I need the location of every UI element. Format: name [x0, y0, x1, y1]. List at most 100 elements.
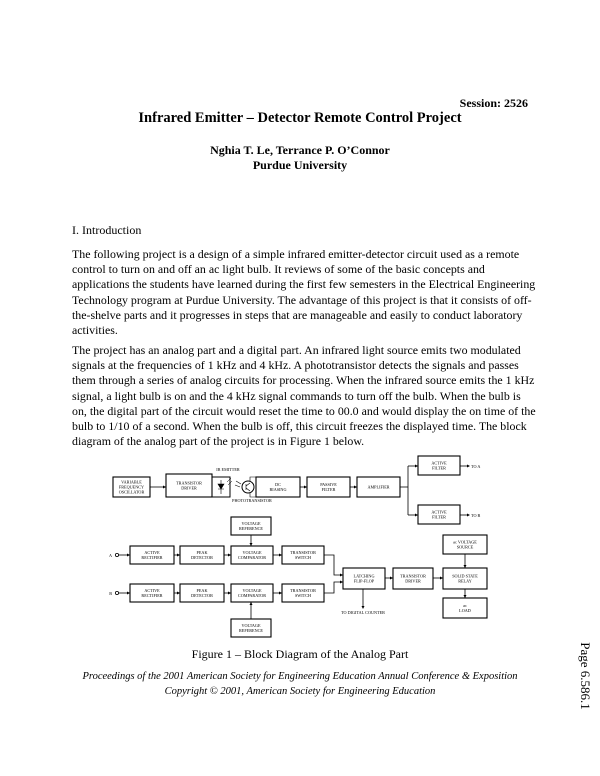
input-terminal-icon [115, 553, 120, 558]
block-label: OSCILLATOR [119, 490, 145, 495]
paragraph-line: signal, a light bulb is on and the 4 kHz… [72, 388, 521, 403]
block-label: COMPARATOR [238, 593, 266, 598]
figure-caption: Figure 1 – Block Diagram of the Analog P… [191, 647, 409, 661]
block-label: VARIABLE [121, 480, 142, 485]
paragraph-line: diagram of the analog part of the projec… [72, 434, 365, 449]
phototransistor-icon [241, 480, 255, 494]
arrow-down-icon [249, 543, 253, 546]
paper-title: Infrared Emitter – Detector Remote Contr… [138, 110, 462, 126]
block-label: REFERENCE [239, 628, 263, 633]
paragraph-line: bulb to 1/10 of a second. When the bulb … [72, 419, 527, 434]
block-box [342, 567, 386, 590]
block-label: PEAK [197, 588, 208, 593]
page-number: Page 6.586.1 [578, 642, 593, 710]
block-label: TRANSISTOR [400, 574, 426, 579]
paragraph-1: The following project is a design of a s… [72, 247, 535, 338]
block-label: ac [463, 603, 467, 608]
paragraph-line: control to turn on and off an ac light b… [72, 262, 485, 277]
input-terminal-icon [115, 591, 120, 596]
label-to-b: TO B [471, 513, 481, 518]
block-label: DETECTOR [191, 555, 213, 560]
connector-line [324, 581, 343, 594]
block-label: AMPLIFIER [367, 485, 389, 490]
block-label: VOLTAGE [242, 550, 261, 555]
paragraph-2: The project has an analog part and a dig… [72, 343, 536, 449]
paragraph-line: applications the students have learned d… [72, 277, 536, 292]
paragraph-line: The project has an analog part and a dig… [72, 343, 521, 357]
block-label: VOLTAGE [241, 521, 260, 526]
arrow-right-icon [440, 576, 443, 580]
arrow-right-icon [279, 553, 282, 557]
arrow-right-icon [228, 553, 231, 557]
footer-proceedings: Proceedings of the 2001 American Society… [82, 671, 518, 682]
block-label: REFERENCE [239, 526, 263, 531]
paragraph-line: the-shelve parts and it progresses in st… [72, 307, 523, 322]
block-label: DRIVER [181, 486, 197, 491]
block-label: FILTER [432, 466, 446, 471]
arrow-right-icon [177, 591, 180, 595]
block-label: LATCHING [354, 574, 375, 579]
led-box [211, 476, 231, 498]
led-icon [217, 480, 225, 494]
block-label: FILTER [322, 487, 336, 492]
block-label: COMPARATOR [238, 555, 266, 560]
block-label: SOLID STATE [452, 574, 478, 579]
arrow-down-icon [361, 606, 365, 609]
block-label: PASSIVE [320, 482, 337, 487]
arrow-right-icon [304, 485, 307, 489]
arrow-right-icon [415, 513, 418, 517]
block-label: VOLTAGE [242, 588, 261, 593]
block-label: SWITCH [295, 555, 311, 560]
paragraph-line: on, the digital part of the circuit woul… [72, 403, 536, 418]
block-label: RELAY [458, 579, 472, 584]
block-label: TRANSISTOR [176, 481, 202, 486]
block-label: SOURCE [457, 545, 474, 550]
section-heading: I. Introduction [72, 223, 142, 237]
block-label: RECTIFIER [141, 555, 162, 560]
block-label: VOLTAGE [241, 623, 260, 628]
label-phototransistor: PHOTOTRANSISTOR [232, 498, 272, 503]
block-label: RECTIFIER [141, 593, 162, 598]
block-label: BIASING [270, 487, 287, 492]
block-label: FLIP-FLOP [354, 579, 375, 584]
label-to-counter: TO DIGITAL COUNTER [341, 610, 385, 615]
block-label: PEAK [197, 550, 208, 555]
block-label: FREQUENCY [119, 485, 144, 490]
authors: Nghia T. Le, Terrance P. O’Connor [210, 143, 390, 157]
arrow-right-icon [177, 553, 180, 557]
block-box [392, 567, 434, 590]
arrow-right-icon [415, 464, 418, 468]
arrow-right-icon [390, 576, 393, 580]
arrow-down-icon [463, 595, 467, 598]
arrow-right-icon [279, 591, 282, 595]
label-in-b: B [109, 591, 112, 596]
arrow-right-icon [228, 591, 231, 595]
block-label: DC [275, 482, 281, 487]
paragraph-line: The following project is a design of a s… [72, 247, 520, 261]
arrow-right-icon [467, 513, 470, 517]
phototransistor-leads [234, 476, 256, 498]
paragraph-line: Technology program at Purdue University.… [72, 292, 532, 307]
arrow-right-icon [163, 485, 166, 489]
block-label: DRIVER [405, 579, 421, 584]
block-label: ACTIVE [431, 461, 447, 466]
footer-copyright: Copyright © 2001, American Society for E… [164, 686, 436, 697]
block-label: ACTIVE [144, 550, 160, 555]
block-label: DETECTOR [191, 593, 213, 598]
